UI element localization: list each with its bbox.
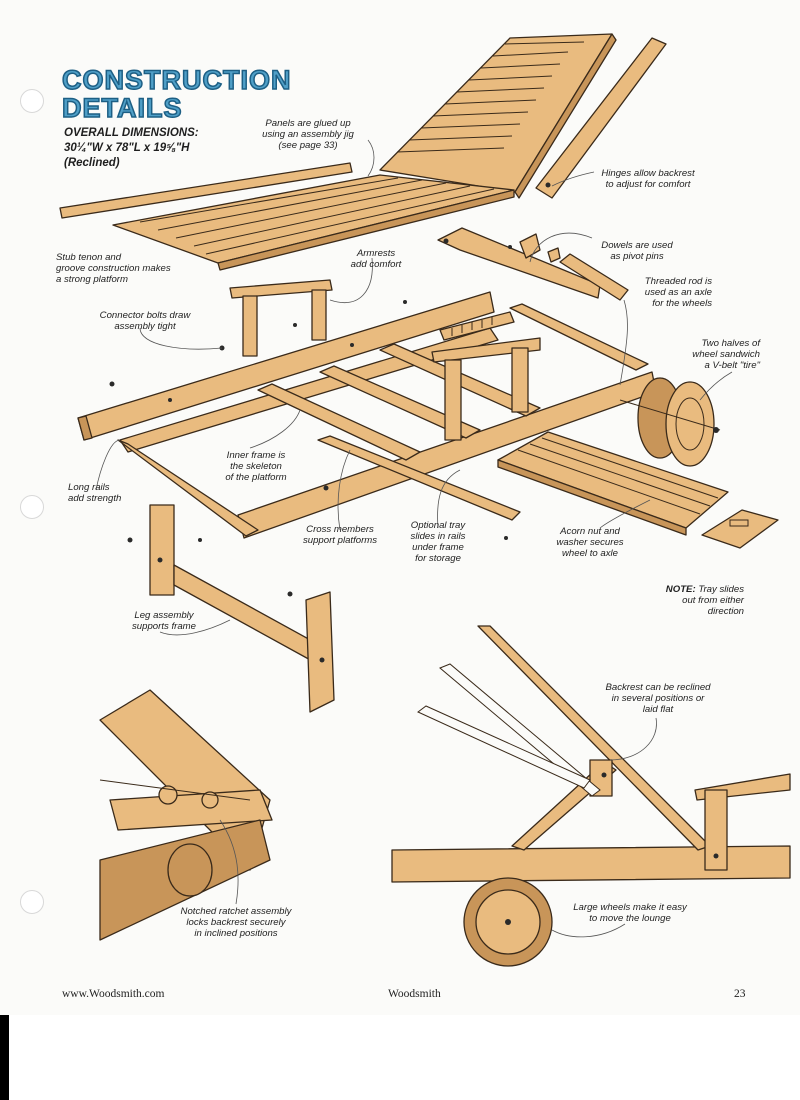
wheel-exploded [619, 377, 721, 467]
armrests [229, 279, 541, 441]
note-text: Tray slides out from either direction [682, 584, 744, 617]
scan-edge [0, 1015, 9, 1100]
hinge-rail [535, 37, 667, 199]
callout-panels: Panels are glued up using an assembly ji… [262, 118, 354, 151]
callout-large-wheels: Large wheels make it easy to move the lo… [573, 902, 687, 924]
exploded-view-illustration: .w{fill:#e9bb7f;stroke:#3a2a1a;stroke-wi… [59, 33, 791, 967]
ratchet-teeth [439, 311, 515, 341]
stub-tenon-rail [59, 162, 353, 219]
backrest-panel [379, 33, 617, 199]
scan-margin [0, 1015, 800, 1100]
binder-hole [20, 495, 44, 519]
callout-optional-tray: Optional tray slides in rails under fram… [410, 520, 466, 564]
inner-frame [117, 303, 649, 537]
storage-tray [497, 431, 779, 549]
callout-threaded-rod: Threaded rod is used as an axle for the … [644, 276, 712, 309]
callout-long-rails: Long rails add strength [68, 482, 122, 504]
page-title: CONSTRUCTION DETAILS [61, 65, 292, 123]
callout-inner-frame: Inner frame is the skeleton of the platf… [225, 450, 287, 483]
callout-armrests: Armrests add comfort [350, 248, 402, 270]
footer-magazine: Woodsmith [388, 988, 441, 1000]
binder-hole [20, 89, 44, 113]
note-label: NOTE: [665, 584, 696, 595]
callout-connector-bolts: Connector bolts draw assembly tight [99, 310, 191, 332]
leg-assembly [149, 504, 335, 713]
dimensions-value: 30¼"W x 78"L x 19⅝"H [64, 142, 190, 154]
connector-bolts [109, 300, 508, 597]
dimensions-label: OVERALL DIMENSIONS: [64, 127, 199, 139]
seat-platform [112, 174, 515, 271]
ratchet-detail [99, 689, 273, 941]
leader-lines [95, 139, 733, 938]
binder-hole [20, 890, 44, 914]
page-number: 23 [734, 988, 746, 1000]
callout-tray-note: NOTE: Tray slides out from either direct… [652, 584, 744, 617]
callout-dowels: Dowels are used as pivot pins [601, 240, 673, 262]
pivot-arms [437, 227, 629, 301]
callout-hinges: Hinges allow backrest to adjust for comf… [601, 168, 695, 190]
callout-wheel-halves: Two halves of wheel sandwich a V-belt "t… [692, 338, 760, 371]
callout-leg-assembly: Leg assembly supports frame [132, 610, 196, 632]
callout-stub-tenon: Stub tenon and groove construction makes… [56, 252, 171, 285]
title-line-2: DETAILS [61, 93, 183, 123]
title-line-1: CONSTRUCTION [61, 65, 292, 95]
callout-backrest-recline: Backrest can be reclined in several posi… [605, 682, 711, 715]
footer-website: www.Woodsmith.com [62, 988, 165, 1000]
callout-ratchet: Notched ratchet assembly locks backrest … [180, 906, 292, 939]
callout-acorn-nut: Acorn nut and washer secures wheel to ax… [556, 526, 624, 559]
recline-detail [391, 625, 791, 967]
dimensions-note: (Reclined) [64, 157, 120, 169]
callout-cross-members: Cross members support platforms [302, 524, 378, 546]
overall-dimensions: OVERALL DIMENSIONS: 30¼"W x 78"L x 19⅝"H… [64, 126, 199, 171]
